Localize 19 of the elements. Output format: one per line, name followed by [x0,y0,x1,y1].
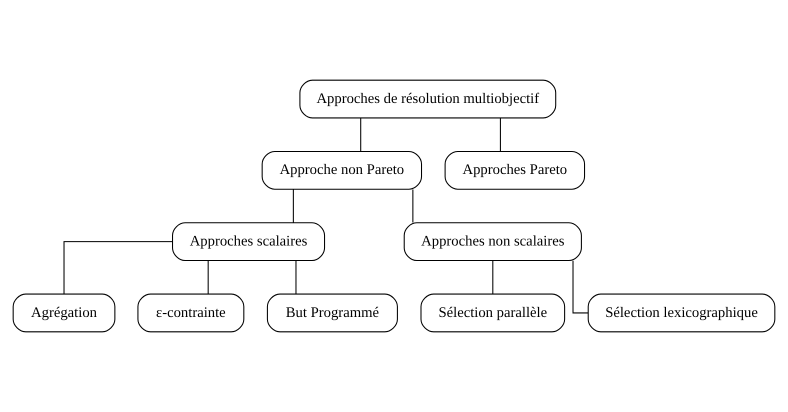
node-box: Sélection parallèle [420,294,566,332]
connector [360,118,362,152]
connector [500,118,501,152]
node-box: Agrégation [12,294,116,332]
connector [208,260,209,294]
node-box: ε-contrainte [137,294,244,332]
node-box: But Programmé [266,294,398,332]
node-box: Sélection lexicographique [588,294,776,332]
connector [295,260,296,294]
node-box: Approches Pareto [444,150,586,190]
connector [64,241,172,294]
connector [572,260,588,314]
connector [412,189,414,222]
node-box: Approches scalaires [172,222,326,262]
node-box: Approches non scalaires [404,222,582,262]
connector [492,260,494,294]
connector [292,189,294,222]
node-box: Approche non Pareto [262,150,422,190]
node-box: Approches de résolution multiobjectif [299,80,556,118]
